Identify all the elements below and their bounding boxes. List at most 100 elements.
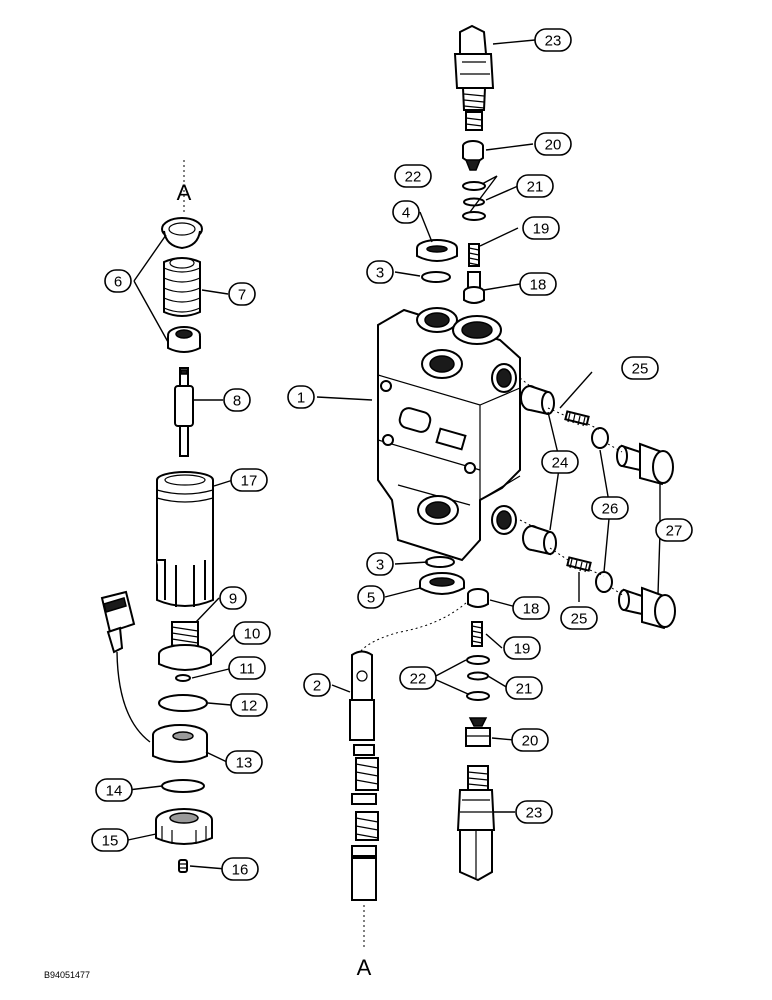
callout-bubble [655, 518, 693, 542]
callout-label: 3 [376, 265, 384, 282]
callout-bubble [219, 586, 247, 610]
callout-label: 26 [602, 501, 619, 518]
callout-bubble [230, 693, 268, 717]
callout-c15: 15 [91, 828, 129, 852]
callout-bubble [228, 282, 256, 306]
callout-bubble [228, 656, 266, 680]
relief-cartridge-upper [453, 24, 495, 131]
callout-label: 19 [533, 221, 550, 238]
callout-label: 20 [522, 733, 539, 750]
callout-label: 7 [238, 287, 246, 304]
callout-bubble [225, 750, 263, 774]
callout-bubble [221, 857, 259, 881]
callout-bubble [519, 272, 557, 296]
callout-label: 25 [571, 611, 588, 628]
callout-label: 15 [102, 833, 119, 850]
callout-c3a: 3 [366, 260, 394, 284]
callout-bubble [503, 636, 541, 660]
callout-label: 24 [552, 455, 569, 472]
seal-upper-4 [416, 239, 458, 262]
backup-ring-upper-1 [462, 181, 486, 191]
piston-lower-18 [467, 588, 489, 608]
callout-c9: 9 [219, 586, 247, 610]
callout-c4: 4 [392, 200, 420, 224]
callout-label: 18 [523, 601, 540, 618]
callout-c12: 12 [230, 693, 268, 717]
callout-c6: 6 [104, 269, 132, 293]
callout-label: 17 [241, 473, 258, 490]
callout-label: 2 [313, 678, 321, 695]
callout-c10: 10 [233, 621, 271, 645]
callout-bubble [223, 388, 251, 412]
callout-c20a: 20 [534, 132, 572, 156]
callout-label: 12 [241, 698, 258, 715]
o-ring-lower-3 [425, 556, 455, 568]
callout-label: 9 [229, 591, 237, 608]
callout-label: 5 [367, 590, 375, 607]
callout-c18b: 18 [512, 596, 550, 620]
callout-bubble [512, 596, 550, 620]
callout-c20b: 20 [511, 728, 549, 752]
lower-relief-stack [419, 556, 496, 882]
callout-c21a: 21 [516, 174, 554, 198]
backup-ring-upper-2 [462, 211, 486, 221]
callout-c27: 27 [655, 518, 693, 542]
callout-c23a: 23 [534, 28, 572, 52]
callout-bubble [357, 585, 385, 609]
callout-bubble [621, 356, 659, 380]
backup-ring-lower-2 [466, 691, 490, 701]
coil-nut [152, 724, 208, 763]
spring-upper-19 [468, 243, 480, 267]
callout-label: 1 [297, 390, 305, 407]
spring-seat-upper [161, 217, 203, 250]
callout-bubble [394, 164, 432, 188]
o-ring-upper-3 [421, 271, 451, 283]
callout-bubble [511, 728, 549, 752]
callout-label: 18 [530, 277, 547, 294]
o-ring-upper-21 [463, 197, 485, 207]
o-ring [158, 694, 208, 712]
callout-c21b: 21 [505, 676, 543, 700]
callout-label: 11 [239, 661, 255, 678]
stem [174, 367, 194, 457]
callout-bubble [399, 666, 437, 690]
callout-c14: 14 [95, 778, 133, 802]
callout-bubble [534, 28, 572, 52]
callout-label: 10 [244, 626, 261, 643]
callout-c19b: 19 [503, 636, 541, 660]
left-assembly [100, 217, 214, 873]
callout-bubble [516, 174, 554, 198]
callout-c16: 16 [221, 857, 259, 881]
callout-label: 6 [114, 274, 122, 291]
spring-upper-25 [564, 410, 590, 427]
callout-bubble [541, 450, 579, 474]
callout-c24: 24 [541, 450, 579, 474]
callout-c13: 13 [225, 750, 263, 774]
linkage-spring-parts [351, 744, 379, 901]
center-linkage [183, 160, 467, 950]
callout-c25a: 25 [621, 356, 659, 380]
callout-bubble [560, 606, 598, 630]
spring-seat-lower [167, 326, 201, 353]
callout-label: 8 [233, 393, 241, 410]
callout-c23b: 23 [515, 800, 553, 824]
callout-c22b: 22 [399, 666, 437, 690]
callout-c18a: 18 [519, 272, 557, 296]
callout-label: 22 [410, 671, 427, 688]
poppet-upper [462, 140, 484, 171]
callout-c1: 1 [287, 385, 315, 409]
piston-upper-18 [463, 271, 485, 304]
o-ring-lower-26 [595, 571, 613, 593]
callout-bubble [230, 468, 268, 492]
section-marker-bottom: A [357, 955, 372, 980]
cap-nut [155, 808, 213, 845]
callout-c11: 11 [228, 656, 266, 680]
upper-relief-stack [416, 24, 495, 304]
callout-c2: 2 [303, 673, 331, 697]
callout-label: 20 [545, 137, 562, 154]
connector-plug [100, 590, 151, 743]
callout-c8: 8 [223, 388, 251, 412]
spring [163, 257, 201, 317]
callout-c26: 26 [591, 496, 629, 520]
